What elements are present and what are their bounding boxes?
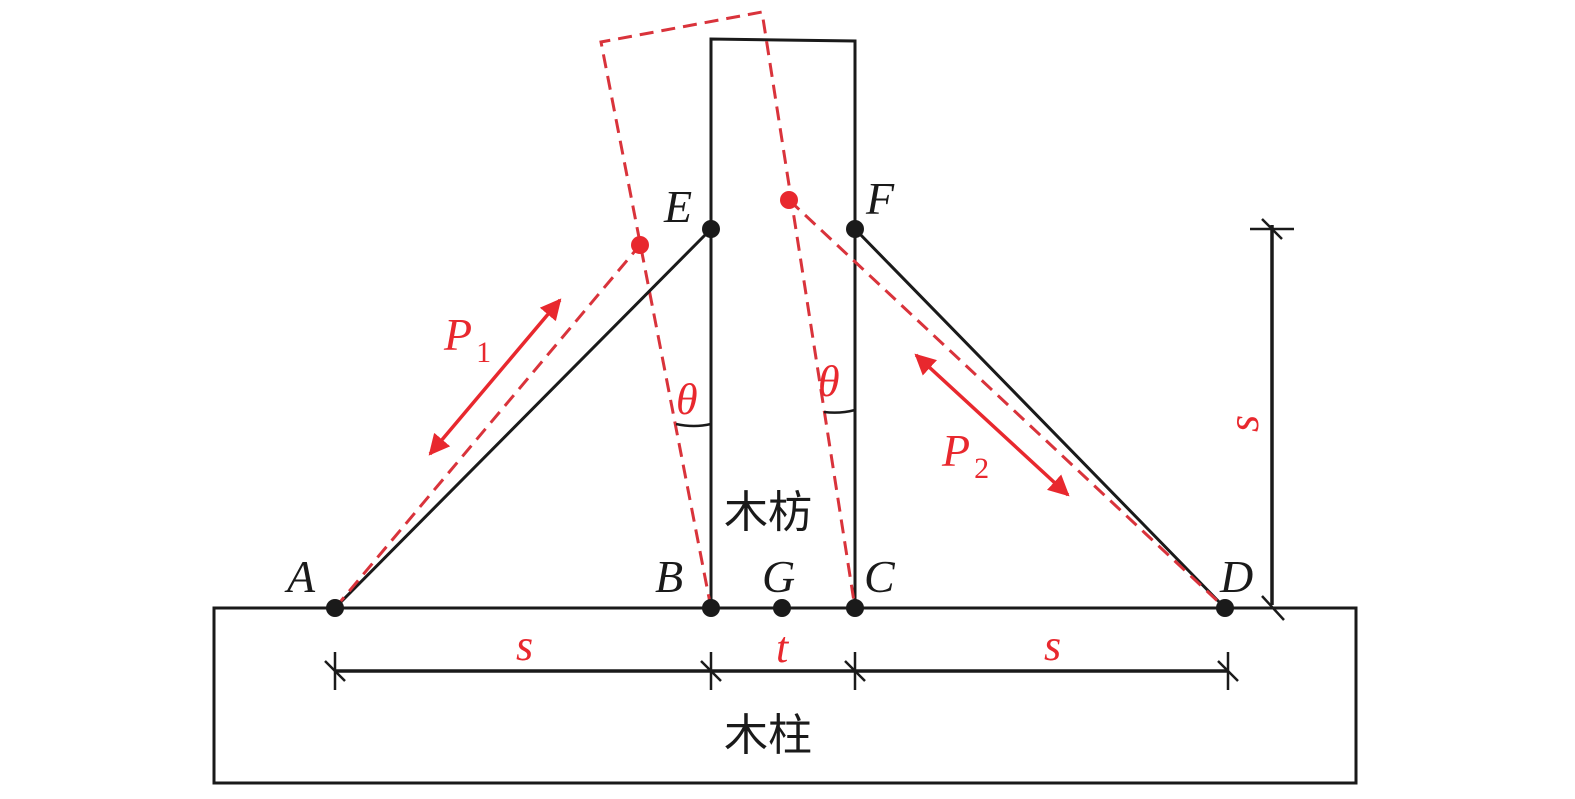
brace-fd bbox=[853, 227, 1227, 610]
angle-label-left: θ bbox=[676, 375, 698, 424]
dim-tick-a-slash bbox=[324, 660, 346, 682]
label-column: 木柱 bbox=[724, 710, 812, 761]
label-d: D bbox=[1219, 551, 1253, 602]
dim-tick-c-slash bbox=[844, 660, 866, 682]
force-p1-main: P bbox=[443, 309, 472, 360]
node-f bbox=[846, 220, 864, 238]
label-c: C bbox=[864, 551, 896, 602]
label-b: B bbox=[655, 551, 683, 602]
label-g: G bbox=[762, 551, 795, 602]
dim-label-t: t bbox=[776, 623, 790, 672]
deformed-node-f bbox=[780, 191, 798, 209]
label-e: E bbox=[663, 181, 692, 232]
node-c bbox=[846, 599, 864, 617]
deformed-beam-outline bbox=[599, 10, 857, 609]
node-d bbox=[1216, 599, 1234, 617]
force-arrow-p2 bbox=[914, 353, 1070, 497]
dim-tick-b-slash bbox=[700, 660, 722, 682]
angle-arc-left bbox=[675, 422, 712, 428]
vdim-tick-top-slash bbox=[1261, 218, 1283, 240]
node-a bbox=[326, 599, 344, 617]
angle-label-right: θ bbox=[818, 357, 840, 406]
force-p2-main: P bbox=[941, 425, 970, 476]
vdim-tick-bottom-slash bbox=[1261, 595, 1285, 621]
deformed-brace-left bbox=[333, 244, 642, 609]
node-b bbox=[702, 599, 720, 617]
column-outline bbox=[212, 606, 1358, 785]
node-g bbox=[773, 599, 791, 617]
label-a: A bbox=[284, 551, 316, 602]
force-p2-sub: 2 bbox=[974, 452, 989, 485]
label-f: F bbox=[865, 173, 895, 224]
force-p1-sub: 1 bbox=[476, 336, 491, 369]
angle-arc-right bbox=[823, 408, 856, 414]
beam-outline bbox=[709, 37, 857, 608]
dim-tick-d-slash bbox=[1217, 660, 1239, 682]
dim-label-s-right: s bbox=[1044, 621, 1061, 670]
node-e bbox=[702, 220, 720, 238]
label-beam: 木枋 bbox=[724, 487, 812, 538]
dim-label-s-vertical: s bbox=[1219, 415, 1268, 432]
dim-label-s-left: s bbox=[516, 621, 533, 670]
deformed-node-e bbox=[631, 236, 649, 254]
force-arrow-p1 bbox=[428, 298, 562, 456]
